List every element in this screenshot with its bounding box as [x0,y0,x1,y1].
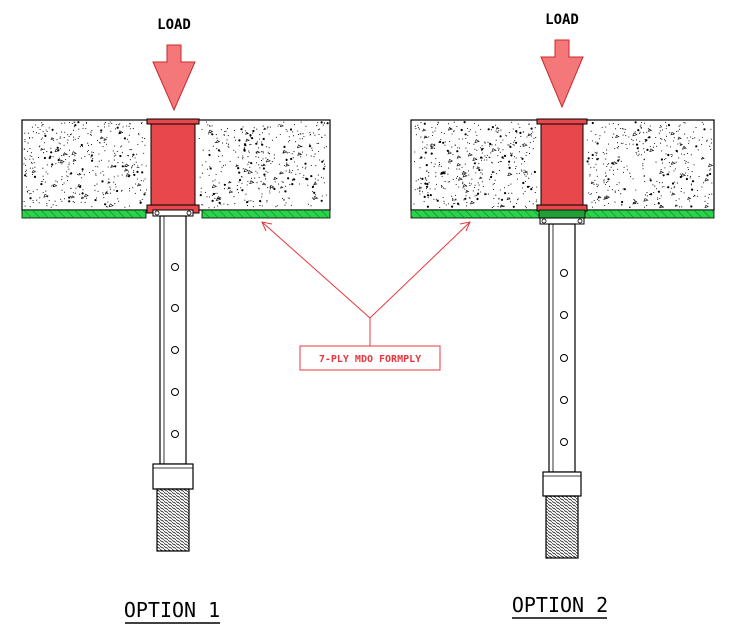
ply-under-spreader-2 [538,209,586,219]
callout-box [299,345,441,371]
concrete-speckle-1 [23,121,329,209]
pin-hole [560,354,568,362]
pin-hole [560,396,568,404]
option-2-title: OPTION 2 [512,593,608,617]
top-plate-1 [146,118,200,125]
pin-hole [171,346,179,354]
pin-hole [560,438,568,446]
callout-label: 7-PLY MDO FORMPLY [319,354,421,365]
formply-callout: 7-PLY MDO FORMPLY [261,221,471,371]
load-label-2: LOAD [545,12,579,28]
pin-hole [171,263,179,271]
pin-hole [560,269,568,277]
option-1-title: OPTION 1 [124,598,220,622]
head-plate-2 [539,217,585,225]
leader-line-left [261,221,371,319]
leader-line-right [369,221,471,319]
arrowhead-left [261,221,273,232]
threaded-tube-1 [156,488,190,552]
option-1-assembly: LOAD OPTION 1 [21,17,331,624]
top-plate-2 [536,118,588,125]
pin-hole [171,388,179,396]
option-2-assembly: LOAD OPTION 2 [410,12,715,619]
load-arrow-2 [540,39,584,109]
threaded-tube-2 [545,495,579,559]
concrete-speckle-2 [413,121,714,209]
load-arrow-1 [152,44,196,112]
pin-hole [171,304,179,312]
arrowhead-right [459,221,471,232]
spreader-block-1 [150,123,196,211]
load-label-1: LOAD [157,17,191,33]
pin-hole [171,430,179,438]
pin-hole [560,311,568,319]
spreader-block-2 [540,123,584,209]
